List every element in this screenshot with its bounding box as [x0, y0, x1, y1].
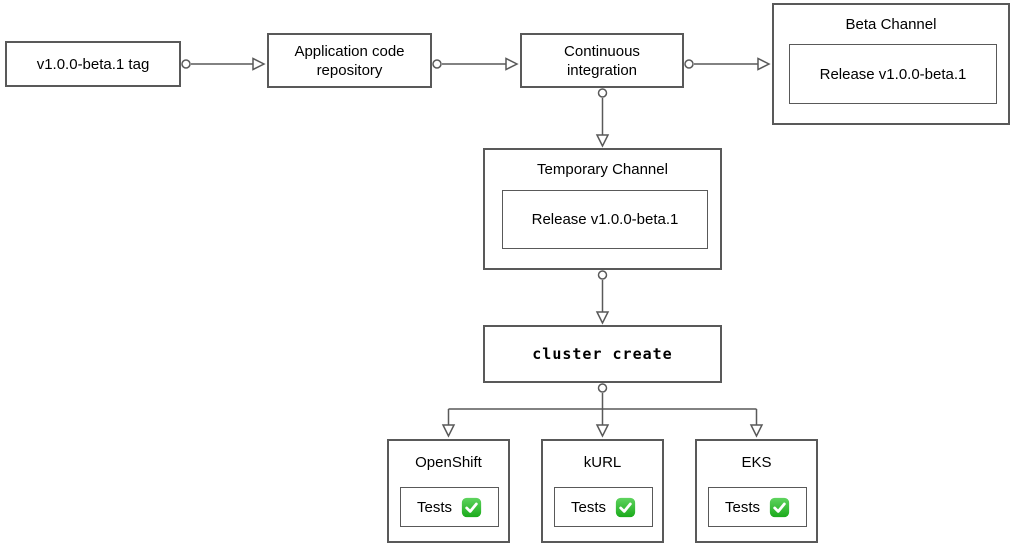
temp-release-node: Release v1.0.0-beta.1 [502, 190, 708, 249]
check-mark-button-icon [769, 497, 790, 517]
edge-source-dot [181, 59, 191, 69]
tests-label: Tests [416, 498, 452, 516]
check-mark-button-icon [461, 497, 482, 517]
arrowhead-icon [749, 424, 764, 438]
app-repo-label: Application code repository [294, 42, 405, 79]
beta-release-label: Release v1.0.0-beta.1 [819, 65, 967, 83]
tag-label: v1.0.0-beta.1 tag [36, 55, 150, 73]
eks-title: EKS [741, 454, 772, 471]
openshift-node: OpenShift Tests [387, 439, 510, 543]
edge-source-dot [597, 88, 608, 98]
temp-release-label: Release v1.0.0-beta.1 [531, 211, 679, 228]
beta-channel-node: Beta Channel Release v1.0.0-beta.1 [772, 3, 1010, 125]
cluster-create-node: cluster create [483, 325, 722, 383]
app-repo-node: Application code repository [267, 33, 432, 88]
edge-source-dot [432, 59, 442, 69]
tag-node: v1.0.0-beta.1 tag [5, 41, 181, 87]
kurl-title: kURL [583, 454, 622, 471]
beta-release-node: Release v1.0.0-beta.1 [789, 44, 997, 104]
cluster-create-label: cluster create [532, 344, 673, 363]
openshift-title: OpenShift [415, 454, 482, 471]
kurl-node: kURL Tests [541, 439, 664, 543]
kurl-tests-box: Tests [554, 487, 653, 527]
openshift-tests-box: Tests [400, 487, 499, 527]
tests-label: Tests [724, 498, 760, 516]
arrowhead-icon [595, 134, 610, 148]
edge-cluster-create-to-clusters [447, 393, 758, 425]
ci-label: Continuous integration [564, 42, 640, 79]
ci-node: Continuous integration [520, 33, 684, 88]
eks-tests-box: Tests [708, 487, 807, 527]
tests-label: Tests [570, 498, 606, 516]
arrowhead-icon [441, 424, 456, 438]
temporary-channel-title: Temporary Channel [537, 161, 668, 178]
arrowhead-icon [595, 424, 610, 438]
edge-source-dot [684, 59, 694, 69]
beta-channel-title: Beta Channel [845, 16, 937, 33]
arrowhead-icon [252, 57, 266, 71]
edge-source-dot [597, 383, 608, 393]
temporary-channel-node: Temporary Channel Release v1.0.0-beta.1 [483, 148, 722, 270]
arrowhead-icon [595, 311, 610, 325]
arrowhead-icon [505, 57, 519, 71]
check-mark-button-icon [615, 497, 636, 517]
arrowhead-icon [757, 57, 771, 71]
edge-source-dot [597, 270, 608, 280]
eks-node: EKS Tests [695, 439, 818, 543]
